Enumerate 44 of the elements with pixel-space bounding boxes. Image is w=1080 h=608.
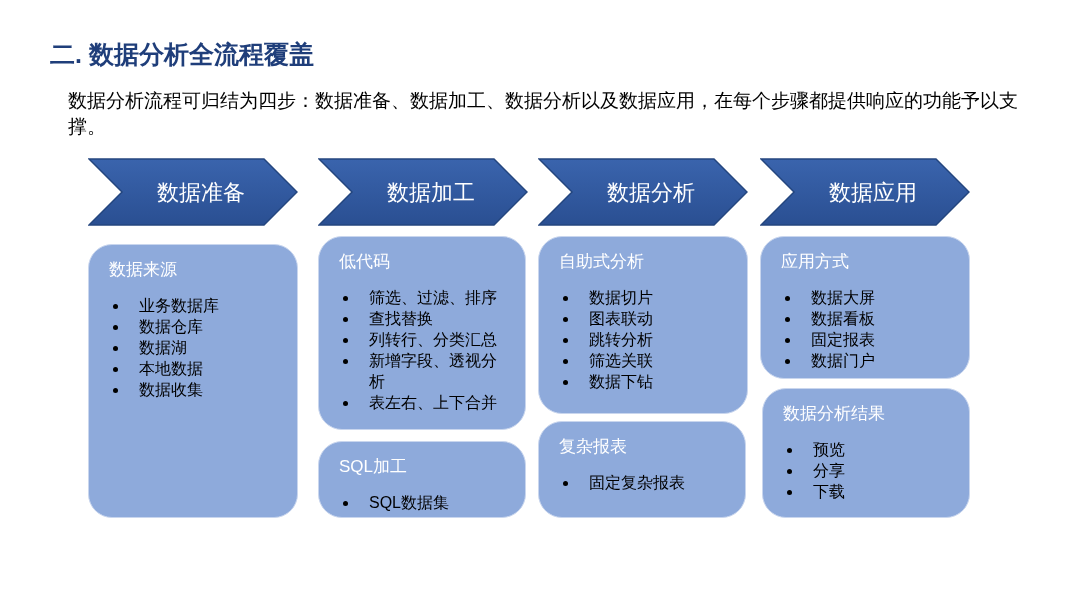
bullet-item: 数据仓库 <box>109 315 277 337</box>
bullet-item: 数据切片 <box>559 286 727 308</box>
card-heading: 低代码 <box>339 251 391 273</box>
intro-paragraph: 数据分析流程可归结为四步：数据准备、数据加工、数据分析以及数据应用，在每个步骤都提供响应的功能予以支撑。 <box>68 89 1019 139</box>
card-heading: 应用方式 <box>781 251 850 273</box>
bullet-item: 固定复杂报表 <box>559 471 725 493</box>
bullet-item: 数据收集 <box>109 378 277 400</box>
bullet-item: 跳转分析 <box>559 328 727 350</box>
rounded-card <box>538 421 746 518</box>
rounded-card <box>760 236 970 379</box>
bullet-item: 下载 <box>783 480 949 502</box>
bullet-item: 筛选、过滤、排序 <box>339 286 505 308</box>
rounded-card <box>318 236 526 430</box>
step-label: 数据分析 <box>606 178 695 207</box>
bullet-item: 新增字段、透视分析 <box>339 349 505 392</box>
bullet-item: 图表联动 <box>559 307 727 329</box>
bullet-item: 查找替换 <box>339 307 505 329</box>
card-heading: 数据分析结果 <box>783 403 886 425</box>
step-label: 数据准备 <box>156 178 245 207</box>
bullet-item: 业务数据库 <box>109 294 277 316</box>
rounded-card <box>88 244 298 518</box>
bullet-item: 分享 <box>783 459 949 481</box>
title: 二. 数据分析全流程覆盖 <box>50 39 314 70</box>
step-label: 数据加工 <box>386 178 475 207</box>
rounded-card <box>538 236 748 414</box>
bullet-item: 数据门户 <box>781 349 949 371</box>
bullet-item: 表左右、上下合并 <box>339 391 505 413</box>
card-heading: SQL加工 <box>339 456 409 478</box>
bullet-item: 数据湖 <box>109 336 277 358</box>
bullet-item: 数据大屏 <box>781 286 949 308</box>
card-heading: 复杂报表 <box>559 436 628 458</box>
card-heading: 数据来源 <box>109 259 178 281</box>
bullet-item: 列转行、分类汇总 <box>339 328 505 350</box>
bullet-item: 固定报表 <box>781 328 949 350</box>
bullet-item: 数据下钻 <box>559 370 727 392</box>
rounded-card <box>318 441 526 518</box>
step-label: 数据应用 <box>828 178 917 207</box>
card-heading: 自助式分析 <box>559 251 645 273</box>
bullet-item: 数据看板 <box>781 307 949 329</box>
bullet-item: 筛选关联 <box>559 349 727 371</box>
rounded-card <box>762 388 970 518</box>
bullet-item: 预览 <box>783 438 949 460</box>
bullet-item: SQL数据集 <box>339 491 505 513</box>
bullet-item: 本地数据 <box>109 357 277 379</box>
